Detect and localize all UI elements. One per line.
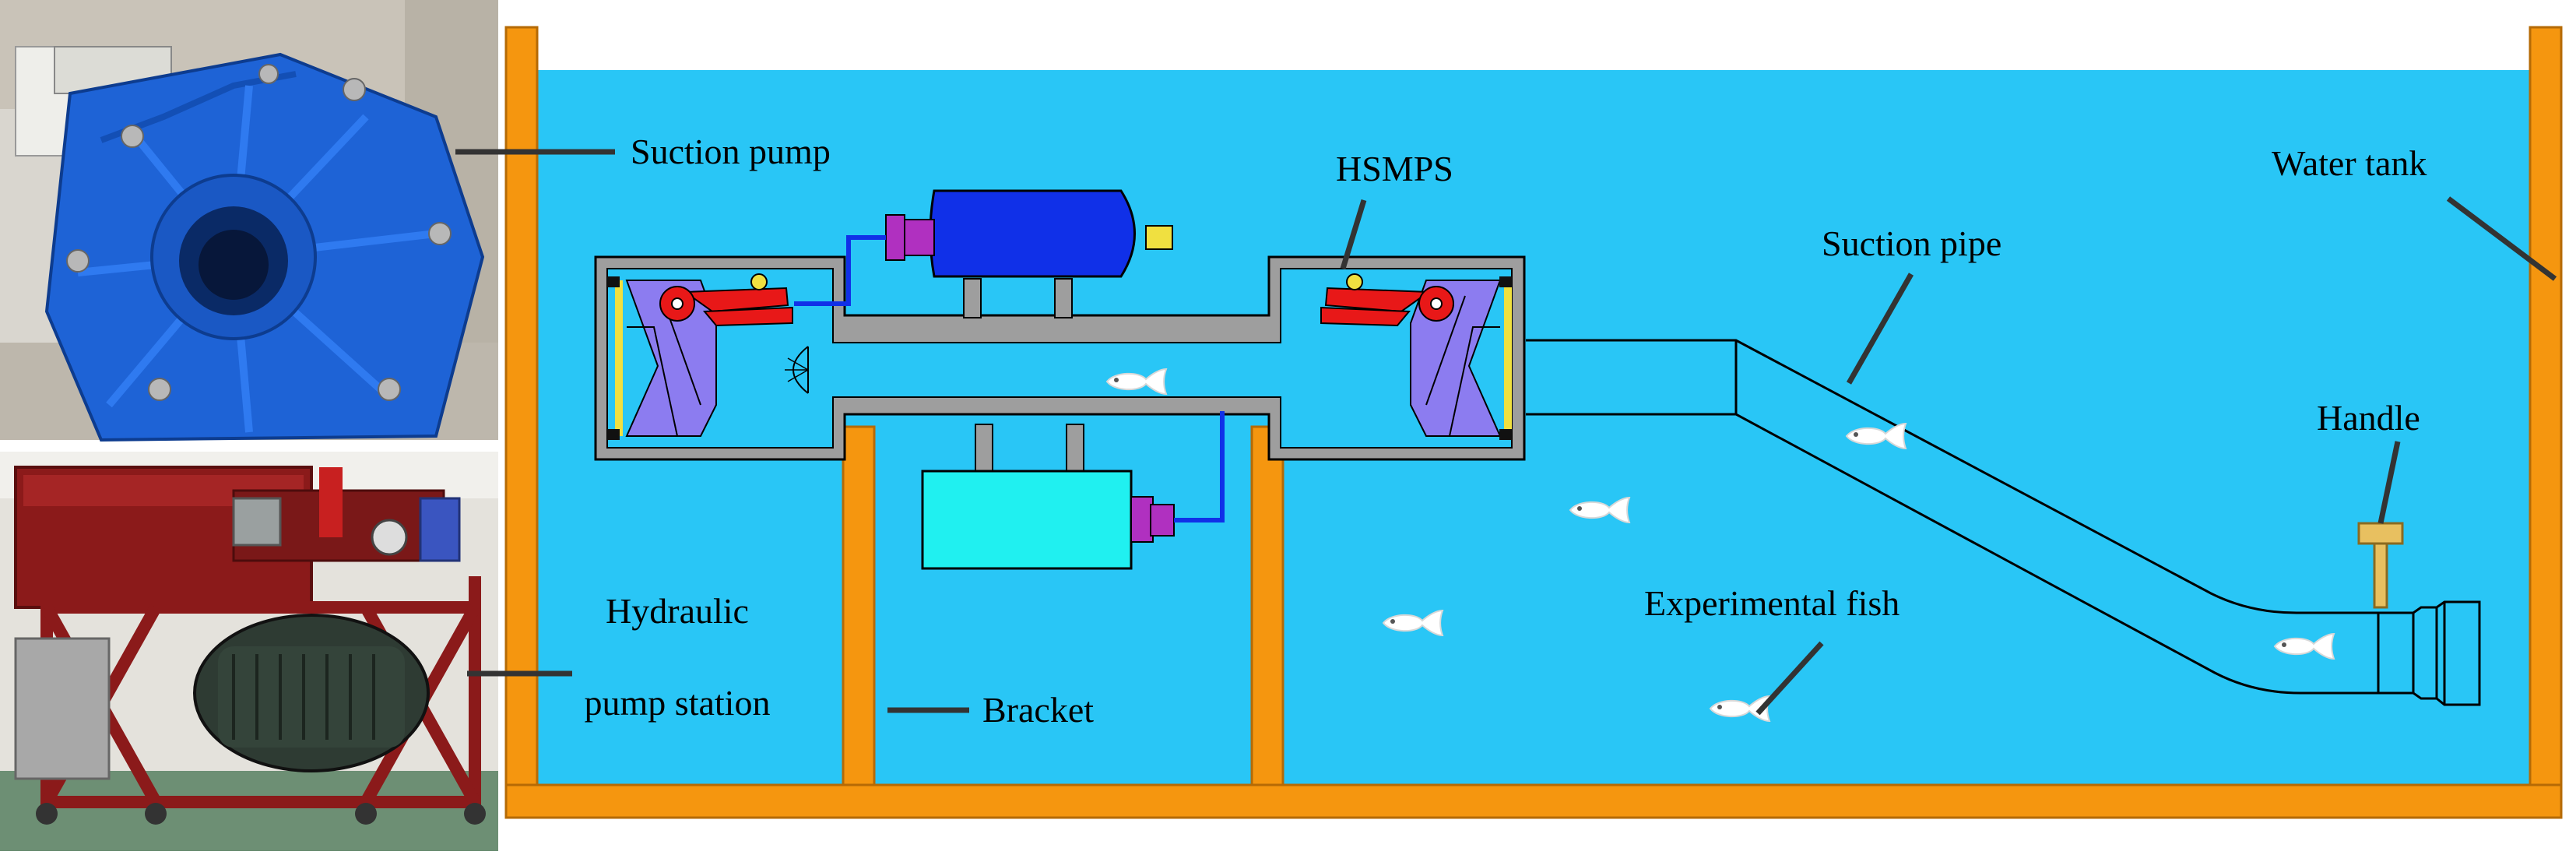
hydraulic-cylinder — [921, 424, 1175, 570]
suction-pipe — [1526, 339, 2382, 695]
accumulator — [885, 189, 1173, 318]
hydraulic-pump-station-photo — [0, 452, 498, 851]
label-hsmps: HSMPS — [1336, 149, 1453, 188]
handle — [2357, 522, 2404, 609]
suction-pump-photo — [0, 0, 498, 442]
clamp-left — [659, 273, 793, 327]
label-suction-pump: Suction pump — [631, 132, 831, 171]
label-suction-pipe: Suction pipe — [1822, 223, 2001, 263]
label-experimental-fish: Experimental fish — [1644, 583, 1899, 623]
label-hydraulic-pump-station-line2: pump station — [585, 683, 771, 723]
label-handle: Handle — [2317, 398, 2420, 438]
label-hydraulic-pump-station-line1: Hydraulic — [606, 591, 749, 631]
label-water-tank: Water tank — [2272, 143, 2427, 183]
clamp-right — [1320, 273, 1454, 327]
hydraulic-line-top — [794, 235, 886, 306]
leader-lines — [455, 149, 2557, 716]
bracket — [842, 425, 1284, 786]
hydraulic-line-bottom — [1174, 411, 1225, 522]
suction-nozzle — [2377, 600, 2481, 706]
label-bracket: Bracket — [982, 690, 1094, 730]
